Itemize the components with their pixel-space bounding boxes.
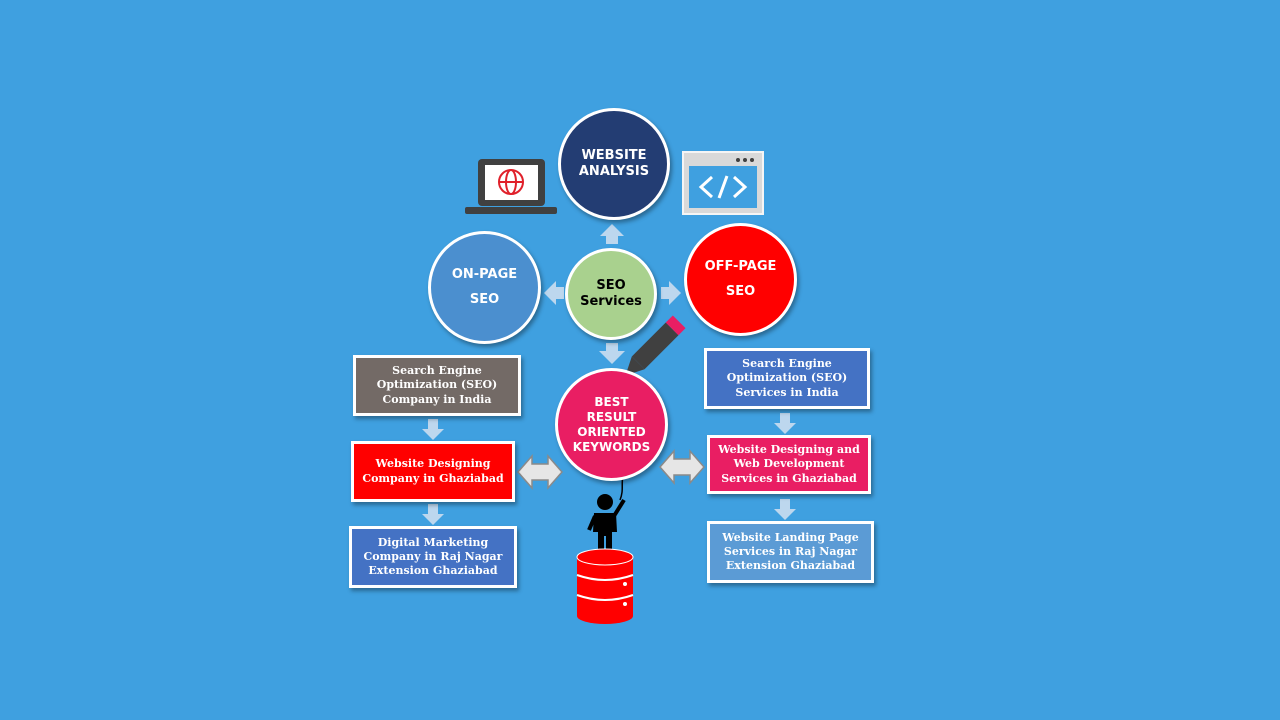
circle-label: ANALYSIS bbox=[578, 164, 650, 179]
circle-label: ORIENTED bbox=[577, 424, 646, 439]
box-label: Digital Marketing bbox=[377, 535, 489, 549]
box-label: Services in Ghaziabad bbox=[721, 471, 857, 485]
arrow-left-icon bbox=[544, 281, 564, 305]
circle-label: OFF-PAGE bbox=[704, 259, 777, 275]
code-window-icon bbox=[682, 151, 764, 215]
website-designing-ghaziabad-box: Website Designing Company in Ghaziabad bbox=[351, 441, 515, 502]
on-page-seo-circle: ON-PAGE SEO bbox=[428, 231, 541, 344]
seo-company-india-box: Search Engine Optimization (SEO) Company… bbox=[353, 355, 521, 416]
seo-services-india-box: Search Engine Optimization (SEO) Service… bbox=[704, 348, 870, 409]
box-label: Website Designing bbox=[375, 457, 491, 471]
arrow-down-icon bbox=[774, 499, 796, 520]
off-page-seo-circle: OFF-PAGE SEO bbox=[684, 223, 797, 336]
box-label: Search Engine bbox=[392, 364, 482, 378]
box-label: Company in Raj Nagar bbox=[363, 549, 503, 563]
box-label: Extension Ghaziabad bbox=[368, 564, 498, 578]
laptop-globe-icon bbox=[465, 159, 557, 214]
box-label: Search Engine bbox=[742, 357, 832, 371]
box-label: Website Designing and bbox=[718, 443, 860, 457]
arrow-right-icon bbox=[661, 281, 681, 305]
arrow-up-icon bbox=[600, 224, 624, 244]
box-label: Optimization (SEO) bbox=[726, 371, 848, 385]
database-icon bbox=[576, 548, 634, 624]
seo-services-circle: SEO Services bbox=[565, 248, 657, 340]
circle-label: RESULT bbox=[586, 409, 637, 424]
web-development-ghaziabad-box: Website Designing and Web Development Se… bbox=[707, 435, 871, 494]
box-label: Web Development bbox=[733, 457, 845, 471]
box-label: Extension Ghaziabad bbox=[725, 559, 856, 573]
circle-label: Services bbox=[580, 294, 642, 309]
landing-page-services-box: Website Landing Page Services in Raj Nag… bbox=[707, 521, 874, 583]
arrow-down-icon bbox=[422, 504, 444, 525]
circle-label: SEO bbox=[596, 277, 626, 293]
arrow-down-icon bbox=[599, 343, 625, 364]
circle-label: KEYWORDS bbox=[572, 439, 651, 454]
circle-label: SEO bbox=[725, 283, 756, 299]
box-label: Company in India bbox=[382, 392, 492, 406]
double-arrow-right-icon bbox=[659, 449, 705, 485]
website-analysis-circle: WEBSITE ANALYSIS bbox=[558, 108, 670, 220]
box-label: Services in India bbox=[735, 385, 839, 399]
circle-label: SEO bbox=[469, 291, 500, 307]
circle-label: ON-PAGE bbox=[451, 267, 518, 283]
double-arrow-left-icon bbox=[517, 454, 563, 490]
circle-label: BEST bbox=[594, 394, 629, 409]
box-label: Optimization (SEO) bbox=[376, 378, 498, 392]
arrow-down-icon bbox=[422, 419, 444, 440]
box-label: Services in Raj Nagar bbox=[723, 544, 858, 558]
digital-marketing-box: Digital Marketing Company in Raj Nagar E… bbox=[349, 526, 517, 588]
circle-label: WEBSITE bbox=[581, 147, 647, 163]
box-label: Website Landing Page bbox=[722, 530, 859, 544]
keywords-circle: BEST RESULT ORIENTED KEYWORDS bbox=[555, 368, 668, 481]
arrow-down-icon bbox=[774, 413, 796, 434]
box-label: Company in Ghaziabad bbox=[362, 471, 504, 485]
